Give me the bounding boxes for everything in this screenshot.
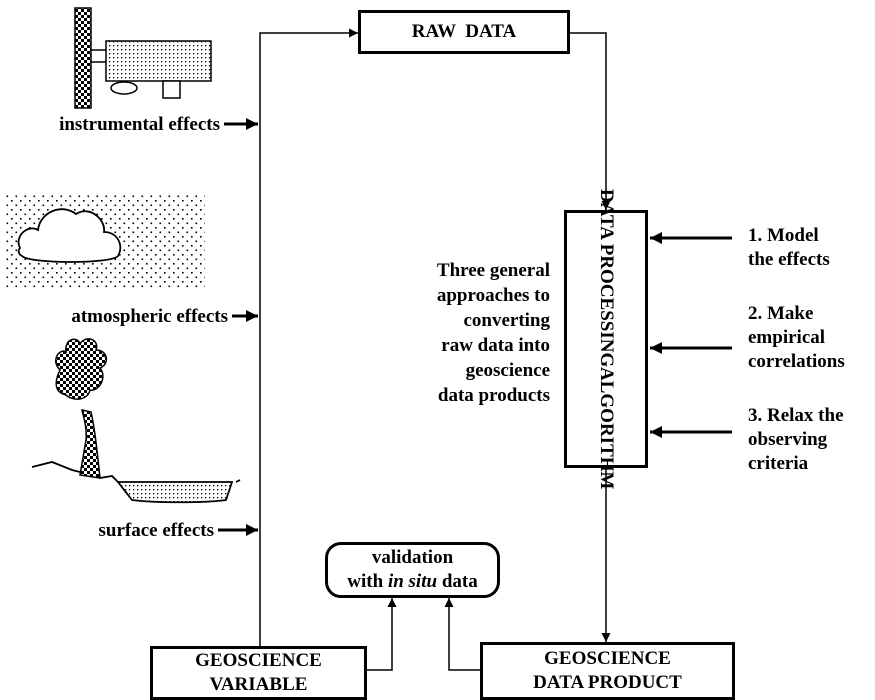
approach-3-label: 3. Relax the observing criteria <box>748 405 844 474</box>
algorithm-label-line2: ALGORITHM <box>596 366 617 490</box>
approach-2-label: 2. Make empirical correlations <box>748 303 845 372</box>
validation-box: validation with in situ data <box>325 542 500 598</box>
validation-label-line2: with in situ data <box>347 571 478 592</box>
approaches-note-line: data products <box>437 385 550 406</box>
variable-to-raw-connector <box>259 28 358 634</box>
surface-icon <box>31 338 241 504</box>
approaches-note-line: Three general <box>436 260 550 281</box>
raw-to-algorithm-connector <box>570 32 611 210</box>
algorithm-box: DATA PROCESSING ALGORITHM <box>564 189 648 489</box>
geoscience-product-box: GEOSCIENCE DATA PRODUCT <box>480 642 735 700</box>
instrument-icon <box>74 7 212 109</box>
atmosphere-icon <box>5 195 205 290</box>
variable-label-line1: GEOSCIENCE <box>195 650 322 671</box>
algorithm-label-line1: DATA PROCESSING <box>596 188 617 367</box>
approaches-note-line: raw data into <box>441 335 550 356</box>
product-label-line2: DATA PRODUCT <box>533 672 682 693</box>
variable-label-line2: VARIABLE <box>209 674 308 695</box>
product-to-validation-connector <box>444 598 480 671</box>
atmospheric-effects-label: atmospheric effects <box>71 306 228 327</box>
variable-to-validation-connector <box>367 598 397 671</box>
approaches-note-line: approaches to <box>436 285 550 306</box>
approaches-note: Three general approaches to converting r… <box>370 258 550 408</box>
approaches-note-line: converting <box>463 310 550 331</box>
product-label-line1: GEOSCIENCE <box>544 648 671 669</box>
raw-data-label: RAW DATA <box>411 21 517 42</box>
approach-1-label: 1. Model the effects <box>748 225 830 270</box>
instrumental-effects-label: instrumental effects <box>59 114 220 135</box>
raw-data-box: RAW DATA <box>358 10 570 54</box>
validation-label-line1: validation <box>371 547 454 568</box>
surface-effects-label: surface effects <box>98 520 214 541</box>
approaches-note-line: geoscience <box>465 360 550 381</box>
geoscience-variable-box: GEOSCIENCE VARIABLE <box>150 646 367 700</box>
